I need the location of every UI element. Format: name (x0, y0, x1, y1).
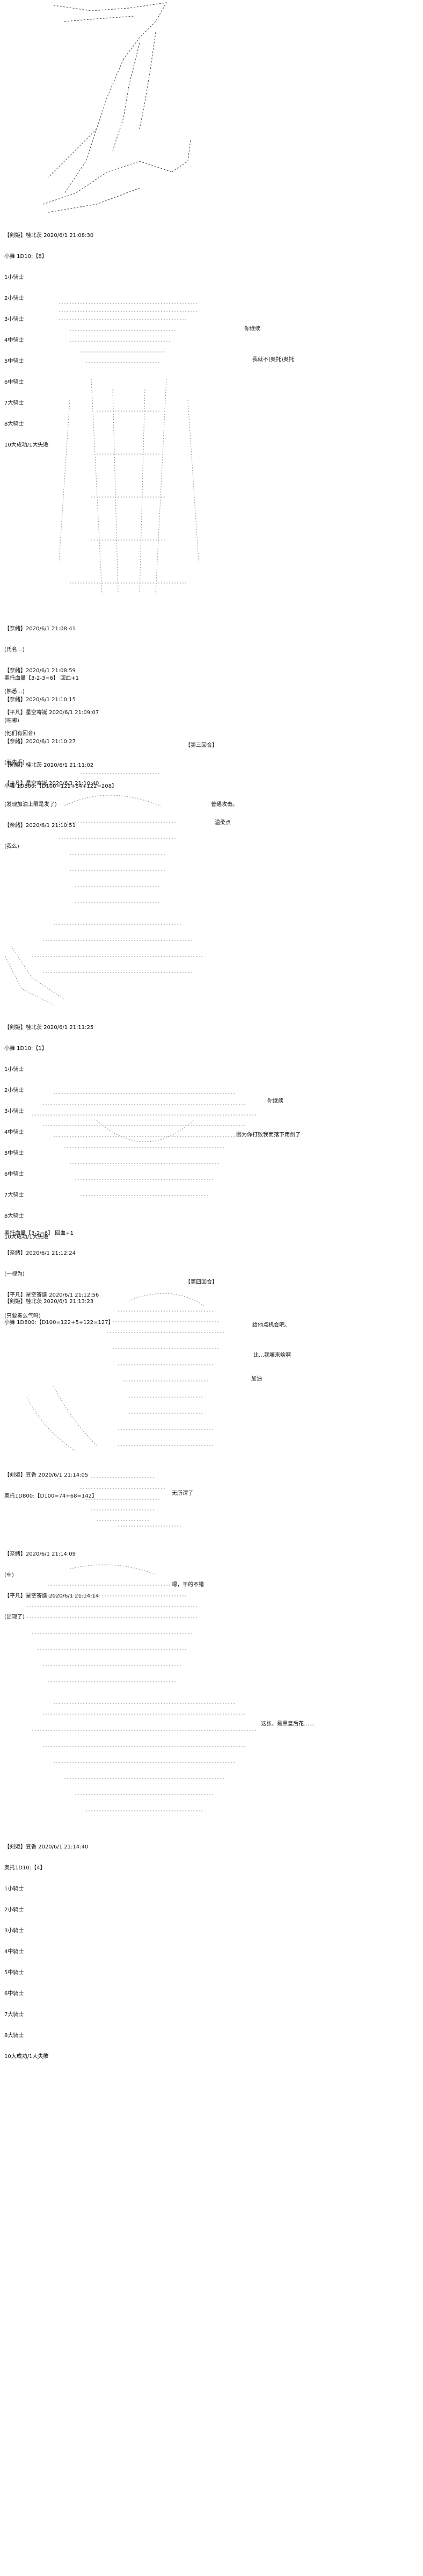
line: 6中骑士 (4, 379, 24, 385)
line: 【剣姫】豆香 2020/6/1 21:14:40 (4, 1844, 89, 1850)
annotation-3: 普通攻击。 (211, 802, 238, 808)
line: 3小骑士 (4, 316, 24, 322)
annotation-9: 加油 (251, 1376, 262, 1382)
ascii-art-figure-1 (38, 293, 285, 610)
line: 奥托1D10:【4】 (4, 1865, 46, 1871)
line: 【奈緒】2020/6/1 21:12:24 (4, 1250, 76, 1256)
line: 2小骑士 (4, 296, 24, 301)
line: 3小骑士 (4, 1109, 24, 1114)
line: 奥托1D800:【D100=74+68=142】 (4, 1493, 97, 1499)
line: 小舞 1D10:【8】 (4, 254, 47, 260)
line: (只要奏么气吗) (4, 1313, 41, 1319)
line: 1小骑士 (4, 1067, 24, 1073)
line: 小舞 1D10:【1】 (4, 1046, 47, 1052)
line: 【奈緒】2020/6/1 21:14:09 (4, 1551, 76, 1557)
line: 5中骑士 (4, 1970, 24, 1976)
text-block-10: 【剣姫】豆香 2020/6/1 21:14:05 奥托1D800:【D100=7… (4, 1458, 97, 1514)
line: 8大骑士 (4, 1213, 24, 1219)
annotation-10: 无所谓了 (172, 1491, 193, 1496)
text-block-3: 奥托血量【3-2-3=6】 回血+1 (4, 661, 79, 696)
text-block-12: 【剣姫】豆香 2020/6/1 21:14:40 奥托1D10:【4】 1小骑士… (4, 1830, 88, 2074)
line: (熟悉…) (4, 689, 25, 695)
annotation-11: 嗯，干的不错 (172, 1582, 204, 1588)
line: 【剣姫】豆香 2020/6/1 21:14:05 (4, 1472, 89, 1478)
line: 奥托血量【3-2-3=6】 回血+1 (4, 675, 79, 681)
line: 【剣姫】桂北茨 2020/6/1 21:13:23 (4, 1299, 94, 1305)
line: (咕嘟) (4, 718, 19, 724)
line: 【剣姫】桂北茨 2020/6/1 21:11:25 (4, 1025, 94, 1031)
line: 【奈緒】2020/6/1 21:08:59 (4, 668, 76, 674)
text-block-9: 【剣姫】桂北茨 2020/6/1 21:13:23 小舞 1D800:【D100… (4, 1284, 114, 1340)
annotation-1: 你继续 (244, 326, 260, 332)
line: 10大成功/1大失敗 (4, 2054, 49, 2060)
line: 【剣姫】桂北茨 2020/6/1 21:08:30 (4, 233, 94, 239)
ascii-art-figure-7 (11, 1698, 279, 1822)
line: 【剣姫】桂北茨 2020/6/1 21:11:02 (4, 762, 94, 768)
line: 2小骑士 (4, 1088, 24, 1093)
line: (一视为) (4, 1271, 25, 1277)
annotation-4: 温柔点 (215, 820, 231, 826)
line: 1小骑士 (4, 275, 24, 280)
line: 6中骑士 (4, 1991, 24, 1997)
text-block-5: 【剣姫】桂北茨 2020/6/1 21:11:02 小舞 1D800:【D100… (4, 748, 117, 804)
line: 【奈緒】2020/6/1 21:10:27 (4, 739, 76, 745)
line: 4中骑士 (4, 337, 24, 343)
line: (我么) (4, 844, 19, 850)
line: 【平凡】星空寄誕 2020/6/1 21:10:40 (4, 781, 99, 787)
ascii-art-figure-4 (11, 1290, 290, 1456)
line: 【奈緒】2020/6/1 21:10:15 (4, 697, 76, 703)
line: 7大骑士 (4, 1192, 24, 1198)
line: 5中骑士 (4, 358, 24, 364)
line: 10大成功/1大失敗 (4, 442, 49, 448)
line: 奥托血量【3-2=6】 回血+1 (4, 1231, 74, 1236)
line: (氏名…) (4, 647, 25, 653)
line: 8大骑士 (4, 2033, 24, 2039)
line: 小舞 1D800:【D100=122+5+122=127】 (4, 1320, 114, 1326)
ascii-art-figure-2 (0, 763, 279, 1010)
annotation-7: 给他点机会吧。 (252, 1322, 290, 1328)
line: 【奈緒】2020/6/1 21:10:51 (4, 823, 76, 829)
round-label-4: 【第四回合】 (185, 1279, 217, 1285)
annotation-8: 比…我嘛来啥啊 (253, 1352, 291, 1358)
text-block-6: 【剣姫】桂北茨 2020/6/1 21:11:25 小舞 1D10:【1】 1小… (4, 1010, 93, 1255)
line: 4中骑士 (4, 1129, 24, 1135)
line: (发现加油上限是发了) (4, 802, 57, 808)
line: (出现了) (4, 1614, 25, 1620)
line: 小舞 1D800:【D100=122+84+122=208】 (4, 783, 117, 789)
annotation-2: 我就不(奥托)奥托 (252, 357, 294, 363)
line: (着先手) (4, 760, 25, 766)
ascii-art-figure-6 (5, 1564, 220, 1687)
sketch-art-top (32, 0, 193, 218)
line: 2小骑士 (4, 1907, 24, 1913)
line: (中) (4, 1572, 14, 1578)
line: (他们有回合) (4, 731, 35, 737)
line: 5中骑士 (4, 1150, 24, 1156)
line: 4中骑士 (4, 1949, 24, 1955)
text-block-7: 奥托血量【3-2=6】 回血+1 (4, 1216, 74, 1251)
line: 10大成功/1大失敗 (4, 1234, 49, 1240)
line: 7大骑士 (4, 400, 24, 406)
annotation-6: 因为你打败我而落下用剑了 (236, 1132, 301, 1138)
text-block-8: 【奈緒】2020/6/1 21:12:24 (一视为) 【平凡】星空寄誕 202… (4, 1236, 99, 1334)
text-block-4: 【奈緒】2020/6/1 21:10:15 (咕嘟) 【奈緒】2020/6/1 … (4, 682, 99, 864)
text-block-1: 【剣姫】桂北茨 2020/6/1 21:08:30 小舞 1D10:【8】 1小… (4, 218, 93, 463)
line: 7大骑士 (4, 2012, 24, 2018)
ascii-art-figure-5 (11, 1472, 236, 1537)
annotation-5: 你继续 (267, 1098, 283, 1104)
line: 【奈緒】2020/6/1 21:08:41 (4, 626, 76, 632)
line: 1小骑士 (4, 1886, 24, 1892)
line: 6中骑士 (4, 1171, 24, 1177)
line: 3小骑士 (4, 1928, 24, 1934)
annotation-12: 这张，是黑皇后花…… (261, 1721, 315, 1727)
line: 8大骑士 (4, 421, 24, 427)
round-label-3: 【第三回合】 (185, 743, 217, 749)
ascii-art-figure-3 (11, 1088, 279, 1206)
line: 【平凡】星空寄誕 2020/6/1 21:09:07 (4, 710, 99, 716)
line: 【平凡】星空寄誕 2020/6/1 21:12:56 (4, 1292, 99, 1298)
text-block-2: 【奈緒】2020/6/1 21:08:41 (氏名…) 【奈緒】2020/6/1… (4, 611, 99, 751)
